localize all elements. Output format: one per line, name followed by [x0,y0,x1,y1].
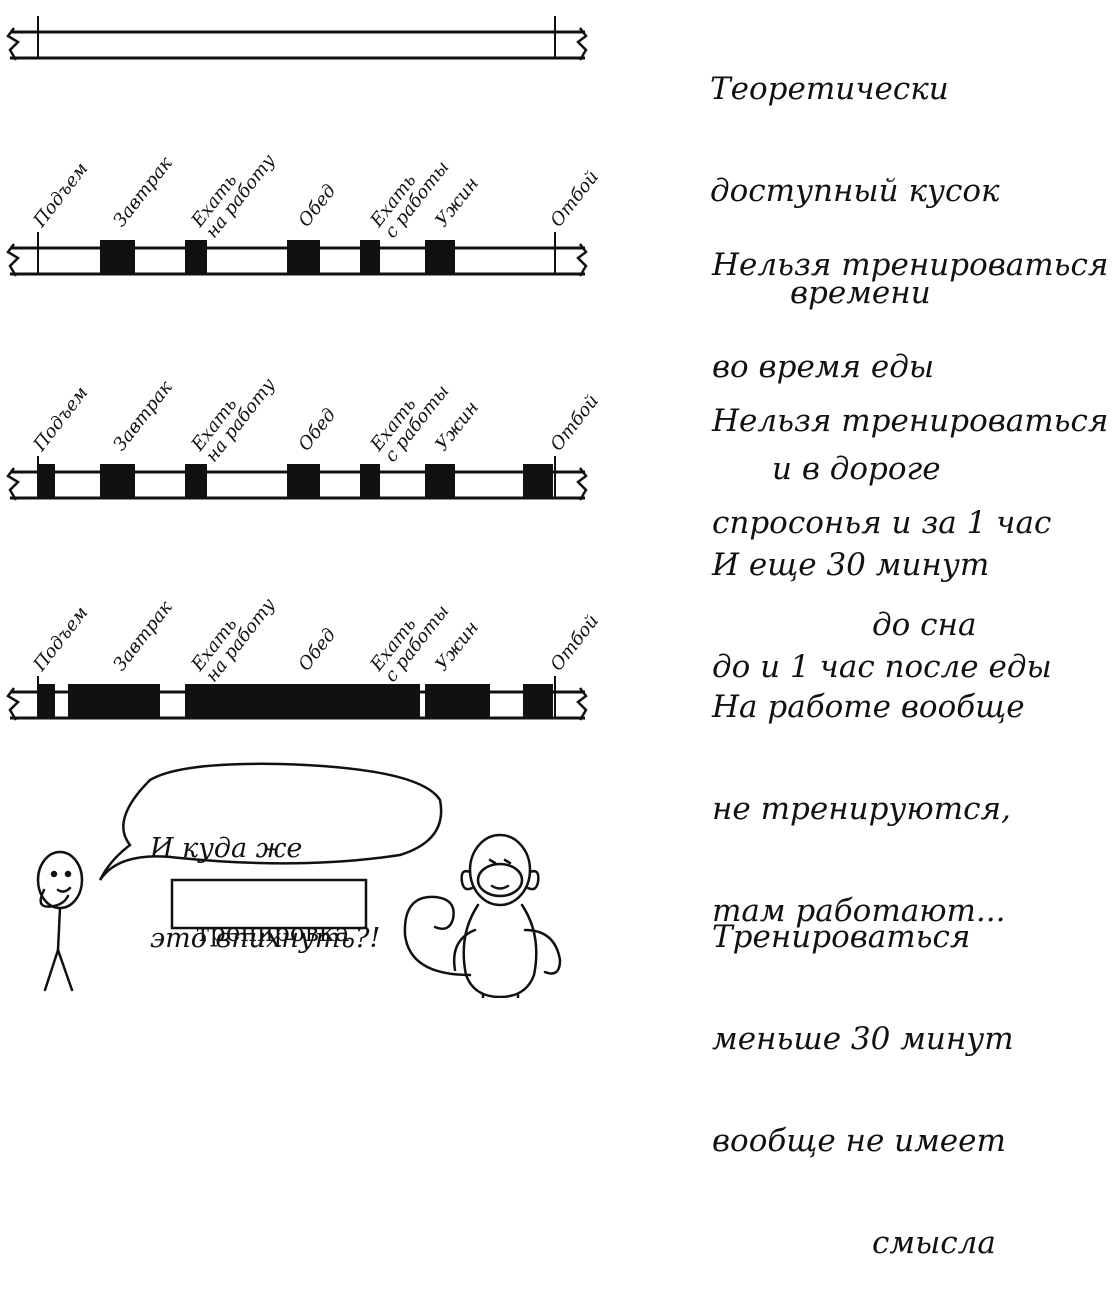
timeline-label: Завтрак [109,377,176,455]
training-label: тренировка [195,918,350,947]
timeline-label: Ехатьна работу [187,139,280,243]
timeline-label: Обед [294,404,340,455]
note-3: Нельзя тренироваться спросонья и за 1 ча… [712,403,1109,643]
note-1: Теоретически доступный кусок времени [710,71,1000,311]
timeline-label: Подъем [29,159,93,232]
timeline-bar-1 [6,16,588,61]
busy-block [523,464,553,498]
note-2: Нельзя тренироваться во время еды и в до… [712,247,1109,487]
timeline-label: Подъем [29,383,93,456]
note-5: На работе вообще не тренируются, там раб… [712,689,1025,929]
note-4: И еще 30 минут до и 1 час после еды [712,547,1052,685]
timeline-label: Завтрак [109,597,176,675]
busy-block [100,240,135,274]
busy-block [455,684,490,718]
timeline-label: Ехатьс работы [366,370,454,467]
busy-block [523,684,553,718]
busy-block [185,464,207,498]
timeline-label: Обед [294,624,340,675]
timeline-label: Отбой [546,167,603,231]
busy-block [287,464,320,498]
busy-block [185,240,207,274]
training-box [170,878,368,930]
busy-block [425,684,455,718]
busy-block [68,684,160,718]
monkey [403,833,562,998]
speech-bubble [98,762,443,881]
timeline-label: Обед [294,180,340,231]
timeline-label: Отбой [546,611,603,675]
timeline-label: Подъем [29,603,93,676]
timeline-label: Ехатьс работы [366,590,454,687]
timeline-label: Ехатьна работу [187,363,280,467]
busy-block [425,240,455,274]
timeline-label: Отбой [546,391,603,455]
timeline-label: Ехатьс работы [366,146,454,243]
busy-block [287,240,320,274]
note-6: Тренироваться меньше 30 минут вообще не … [712,919,1014,1261]
stick-man [36,850,84,992]
busy-block [38,464,55,498]
busy-block [38,684,55,718]
timeline-label: Ехатьна работу [187,583,280,687]
timeline-label: Завтрак [109,153,176,231]
busy-block [360,240,380,274]
cartoon-figures [36,762,562,998]
busy-block [360,464,380,498]
busy-block [200,684,420,718]
busy-block [100,464,135,498]
speech-text: И куда же это впихнуть?! [150,833,381,954]
busy-block [425,464,455,498]
